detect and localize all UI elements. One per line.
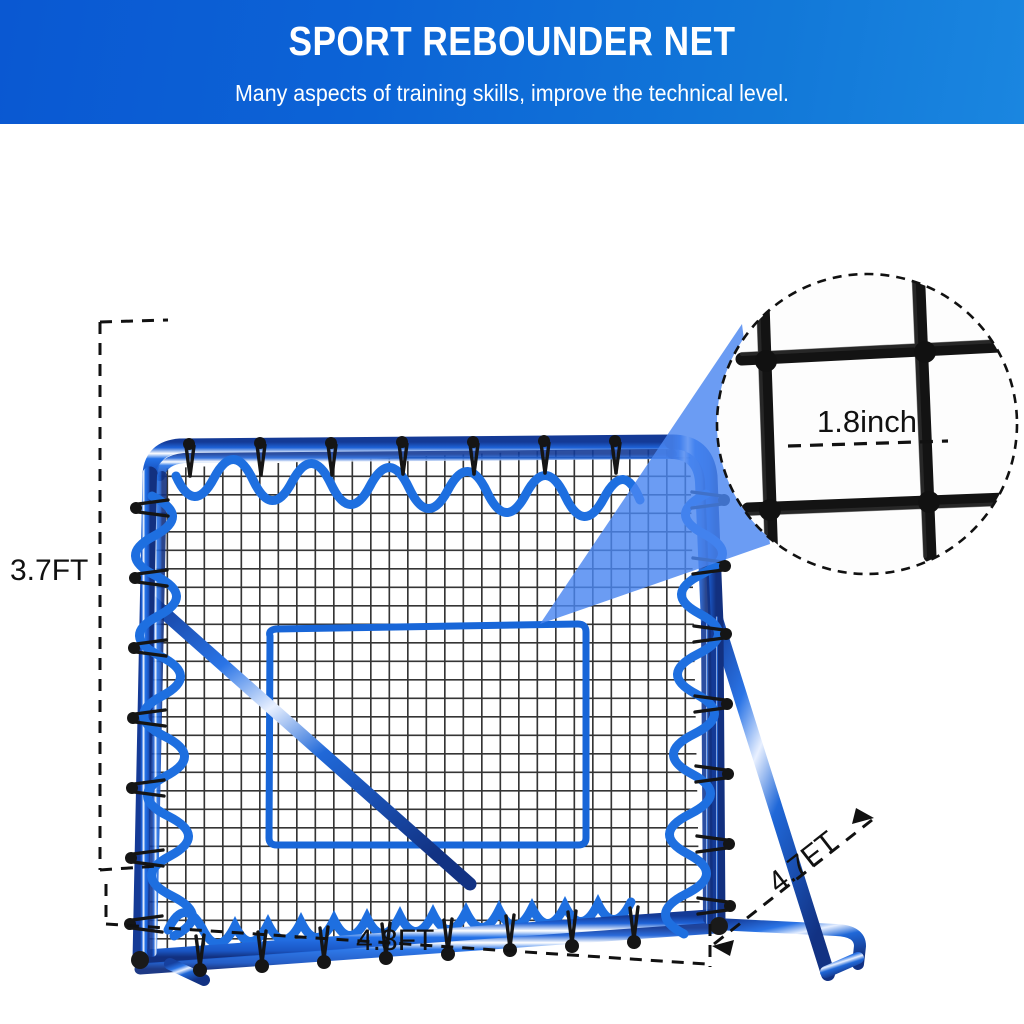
callout-pointer bbox=[540, 324, 770, 624]
base-depth-rails bbox=[164, 918, 867, 986]
header-banner: SPORT REBOUNDER NET Many aspects of trai… bbox=[0, 0, 1024, 124]
mesh-size-label: 1.8inch bbox=[817, 404, 917, 439]
width-dimension-label: 4.8FT bbox=[356, 924, 434, 957]
page-subtitle: Many aspects of training skills, improve… bbox=[234, 80, 790, 106]
target-rectangle bbox=[265, 620, 590, 849]
dimension-arrows bbox=[712, 808, 874, 956]
dimension-lines bbox=[98, 318, 873, 967]
mesh-callout-circle: 1.8inch bbox=[715, 272, 1019, 576]
bottom-rail bbox=[133, 893, 723, 975]
height-dimension-label: 3.7FT bbox=[10, 554, 88, 587]
net-hook bbox=[124, 435, 736, 977]
support-leg bbox=[709, 612, 864, 981]
page-title: SPORT REBOUNDER NET bbox=[288, 18, 736, 64]
cross-brace bbox=[145, 595, 477, 891]
product-illustration: 1.8inch 3.7FT 4.8FT bbox=[0, 124, 1024, 1024]
